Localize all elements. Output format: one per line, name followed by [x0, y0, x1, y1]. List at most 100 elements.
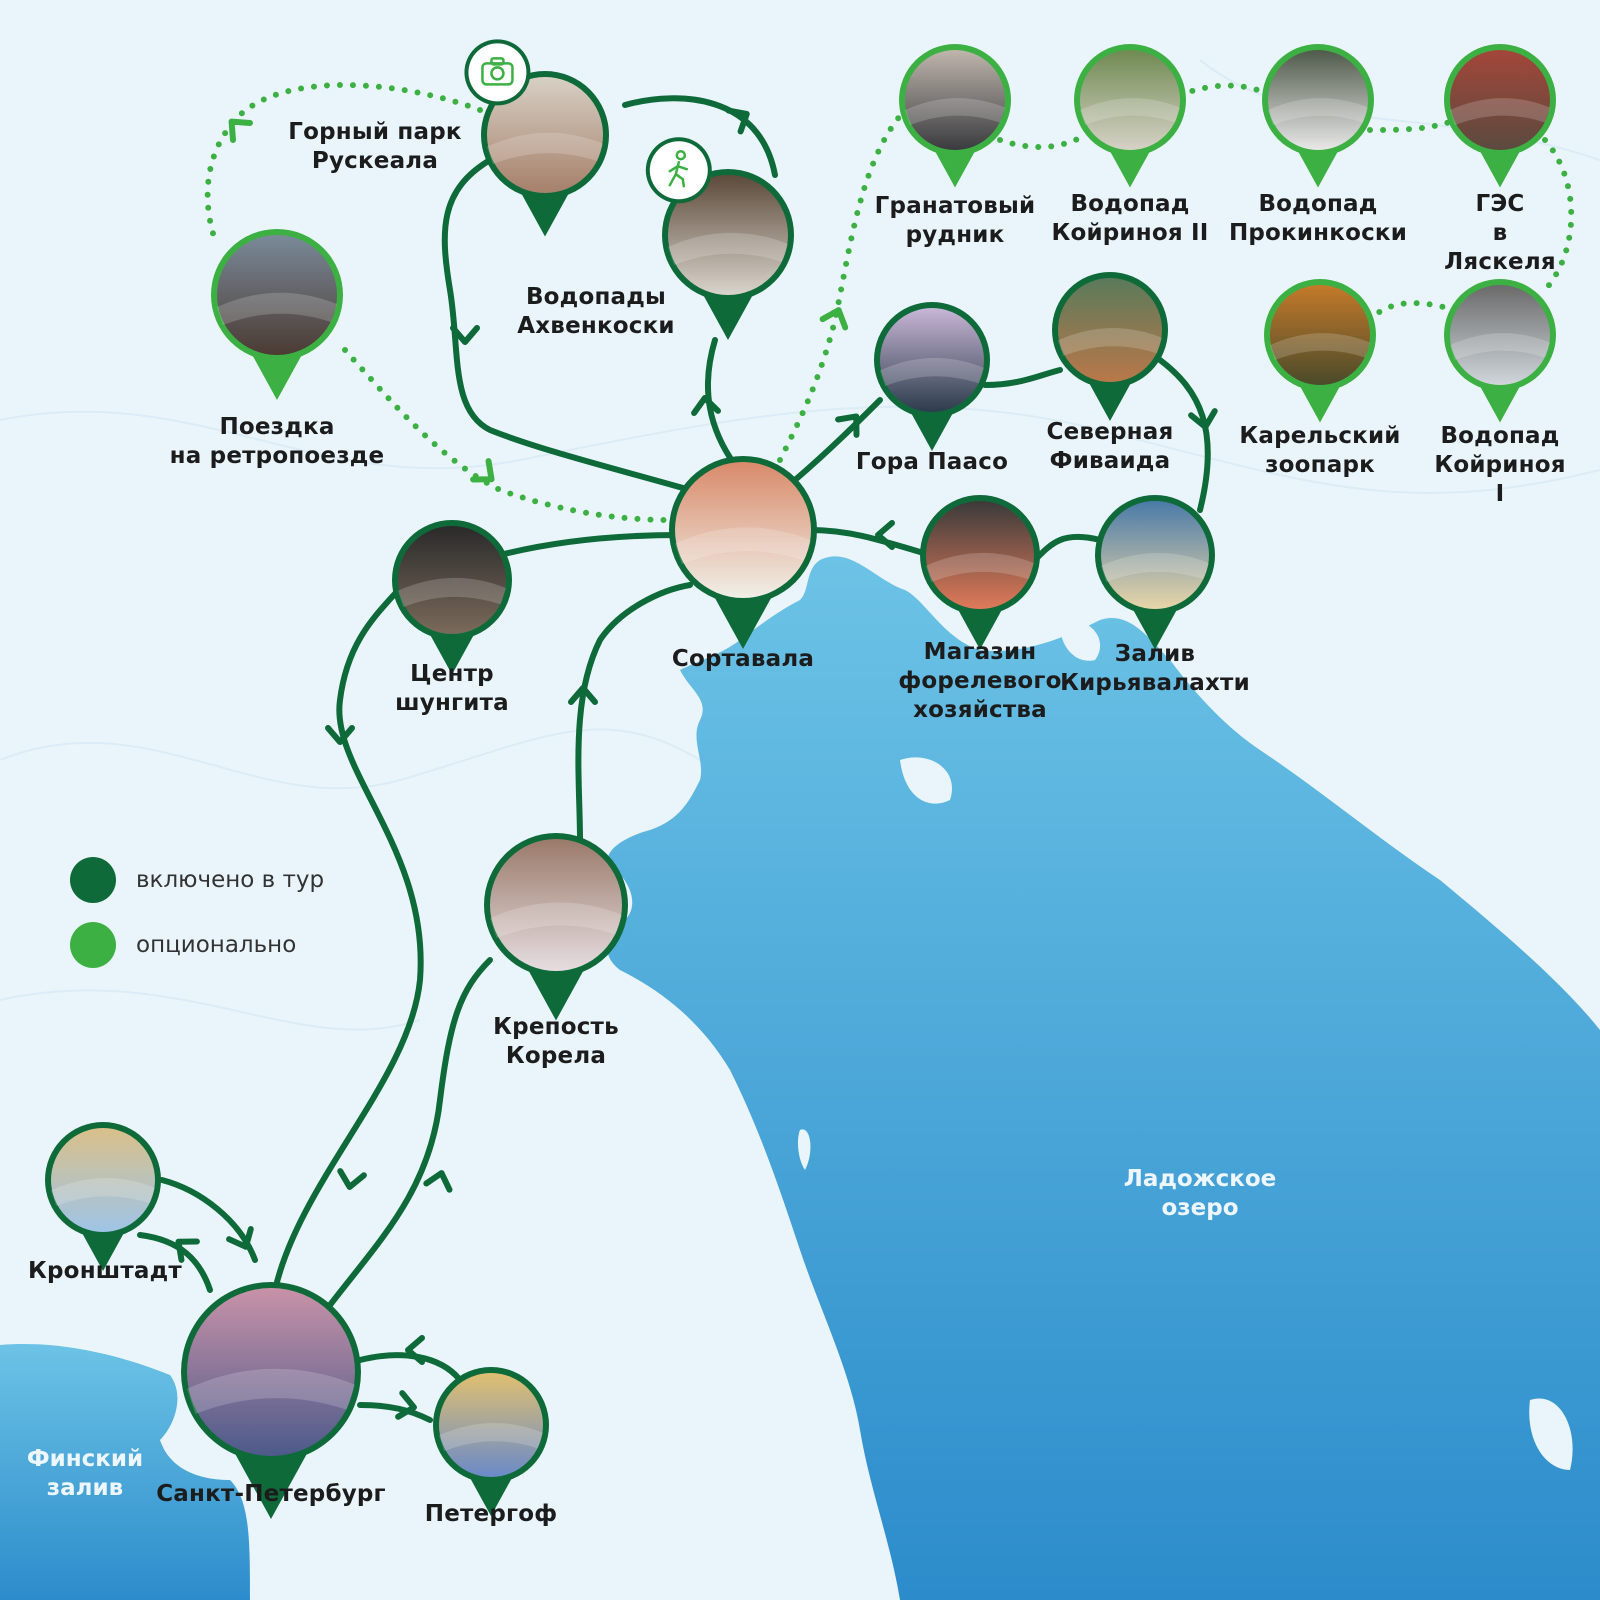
route-arrow-5 [423, 1170, 453, 1193]
route-arrow-6 [568, 685, 598, 705]
route-arrow-10 [835, 413, 860, 438]
label-retro-train: Поездка на ретропоезде [169, 414, 385, 469]
pin-photo [398, 526, 506, 634]
pin-trout-shop[interactable] [920, 495, 1040, 650]
legend-optional: опционально [70, 922, 296, 968]
ladoga-label: Ладожское озеро [1123, 1166, 1277, 1221]
pin-koirinoja-2[interactable] [1074, 44, 1186, 188]
label-ahvenkoski: Водопады Ахвенкоски [517, 284, 675, 339]
pin-photo-detail [487, 132, 603, 164]
label-shungite: Центр шунгита [395, 661, 509, 716]
label-garnet-mine: Гранатовый рудник [874, 193, 1036, 248]
route-optional-6 [1542, 137, 1575, 293]
pin-photo [217, 235, 337, 355]
pin-ruskeala[interactable] [481, 71, 609, 237]
route-included-8 [982, 367, 1063, 388]
label-trout-shop: Магазин форелевого хозяйства [898, 639, 1062, 723]
hiker-icon [645, 137, 712, 204]
pin-photo-detail [1080, 98, 1180, 125]
camera-icon [464, 39, 531, 106]
pin-kronstadt[interactable] [45, 1122, 161, 1271]
pin-photo-detail [51, 1178, 155, 1206]
pin-koirinoja-1[interactable] [1444, 279, 1556, 423]
route-included-4 [441, 157, 693, 493]
pin-photo-detail [1450, 333, 1550, 360]
pin-photo-detail [1450, 98, 1550, 125]
route-included-11 [807, 527, 933, 558]
pin-lyaskelya-hpp[interactable] [1444, 44, 1556, 188]
route-arrow-13 [226, 1226, 254, 1250]
pin-shungite[interactable] [392, 520, 512, 675]
route-included-5 [704, 337, 738, 468]
label-sortavala: Сортавала [671, 646, 815, 672]
pin-photo-detail [187, 1368, 355, 1414]
pin-garnet-mine[interactable] [899, 44, 1011, 188]
pin-sortavala[interactable] [669, 456, 817, 649]
ladoga-lake [607, 556, 1600, 1600]
pin-photo-detail [880, 358, 984, 386]
pin-photo-detail [1268, 98, 1368, 125]
pin-photo-detail [217, 292, 337, 325]
pin-photo-detail [668, 232, 788, 265]
route-optional-5 [1367, 117, 1458, 133]
route-arrow-1 [470, 458, 495, 483]
route-arrow-2 [819, 307, 849, 331]
pin-photo [439, 1373, 543, 1477]
label-kiryavalakhti: Залив Кирьявалахти [1060, 641, 1250, 696]
route-included-15 [357, 1402, 433, 1423]
pin-korela[interactable] [484, 833, 628, 1021]
route-arrow-7 [450, 325, 480, 345]
pin-spb[interactable] [181, 1282, 361, 1519]
pin-photo [1270, 285, 1370, 385]
pin-photo [675, 462, 811, 598]
pin-kiryavalakhti[interactable] [1095, 495, 1215, 650]
legend-optional-dot [70, 922, 116, 968]
pin-photo-detail [1058, 328, 1162, 356]
pin-photo [51, 1128, 155, 1232]
route-included-9 [1157, 357, 1211, 513]
route-arrow-8 [725, 107, 750, 135]
pin-photo [668, 175, 788, 295]
pin-thebaid[interactable] [1052, 272, 1168, 421]
label-prokinkoski: Водопад Прокинкоски [1228, 191, 1408, 246]
pin-retro-train[interactable] [211, 229, 343, 400]
route-included-6 [622, 95, 778, 178]
pin-paaso[interactable] [874, 302, 990, 451]
label-karelian-zoo: Карельский зоопарк [1239, 423, 1401, 478]
route-arrow-11 [1188, 408, 1218, 430]
pin-karelian-zoo[interactable] [1264, 279, 1376, 423]
pin-photo [1080, 50, 1180, 150]
legend-included: включено в тур [70, 857, 324, 903]
route-included-0 [272, 557, 424, 1293]
route-arrow-12 [875, 520, 895, 550]
label-korela: Крепость Корела [493, 1014, 619, 1069]
pin-ahvenkoski[interactable] [662, 169, 794, 340]
route-arrow-15 [405, 1335, 425, 1365]
route-included-3 [497, 532, 683, 558]
legend-optional-label: опционально [136, 932, 297, 958]
label-thebaid: Северная Фиваида [1046, 419, 1174, 474]
pin-photo-detail [490, 902, 622, 938]
pin-photo-detail [905, 98, 1005, 125]
pin-photo-detail [926, 552, 1034, 582]
pin-photo [1268, 50, 1368, 150]
pin-peterhof[interactable] [433, 1367, 549, 1516]
route-arrow-4 [337, 1168, 367, 1190]
pin-photo [1450, 50, 1550, 150]
pin-photo-detail [398, 577, 506, 607]
pin-prokinkoski[interactable] [1262, 44, 1374, 188]
legend-included-label: включено в тур [136, 867, 325, 893]
finnish-gulf [0, 1344, 250, 1600]
pin-photo [905, 50, 1005, 150]
pin-photo [187, 1288, 355, 1456]
pin-photo [880, 308, 984, 412]
pin-photo-detail [675, 527, 811, 564]
pin-photo [1450, 285, 1550, 385]
route-included-7 [792, 397, 883, 483]
route-arrow-3 [325, 725, 355, 745]
pin-photo [490, 839, 622, 971]
route-optional-4 [1177, 82, 1273, 98]
legend-included-dot [70, 857, 116, 903]
